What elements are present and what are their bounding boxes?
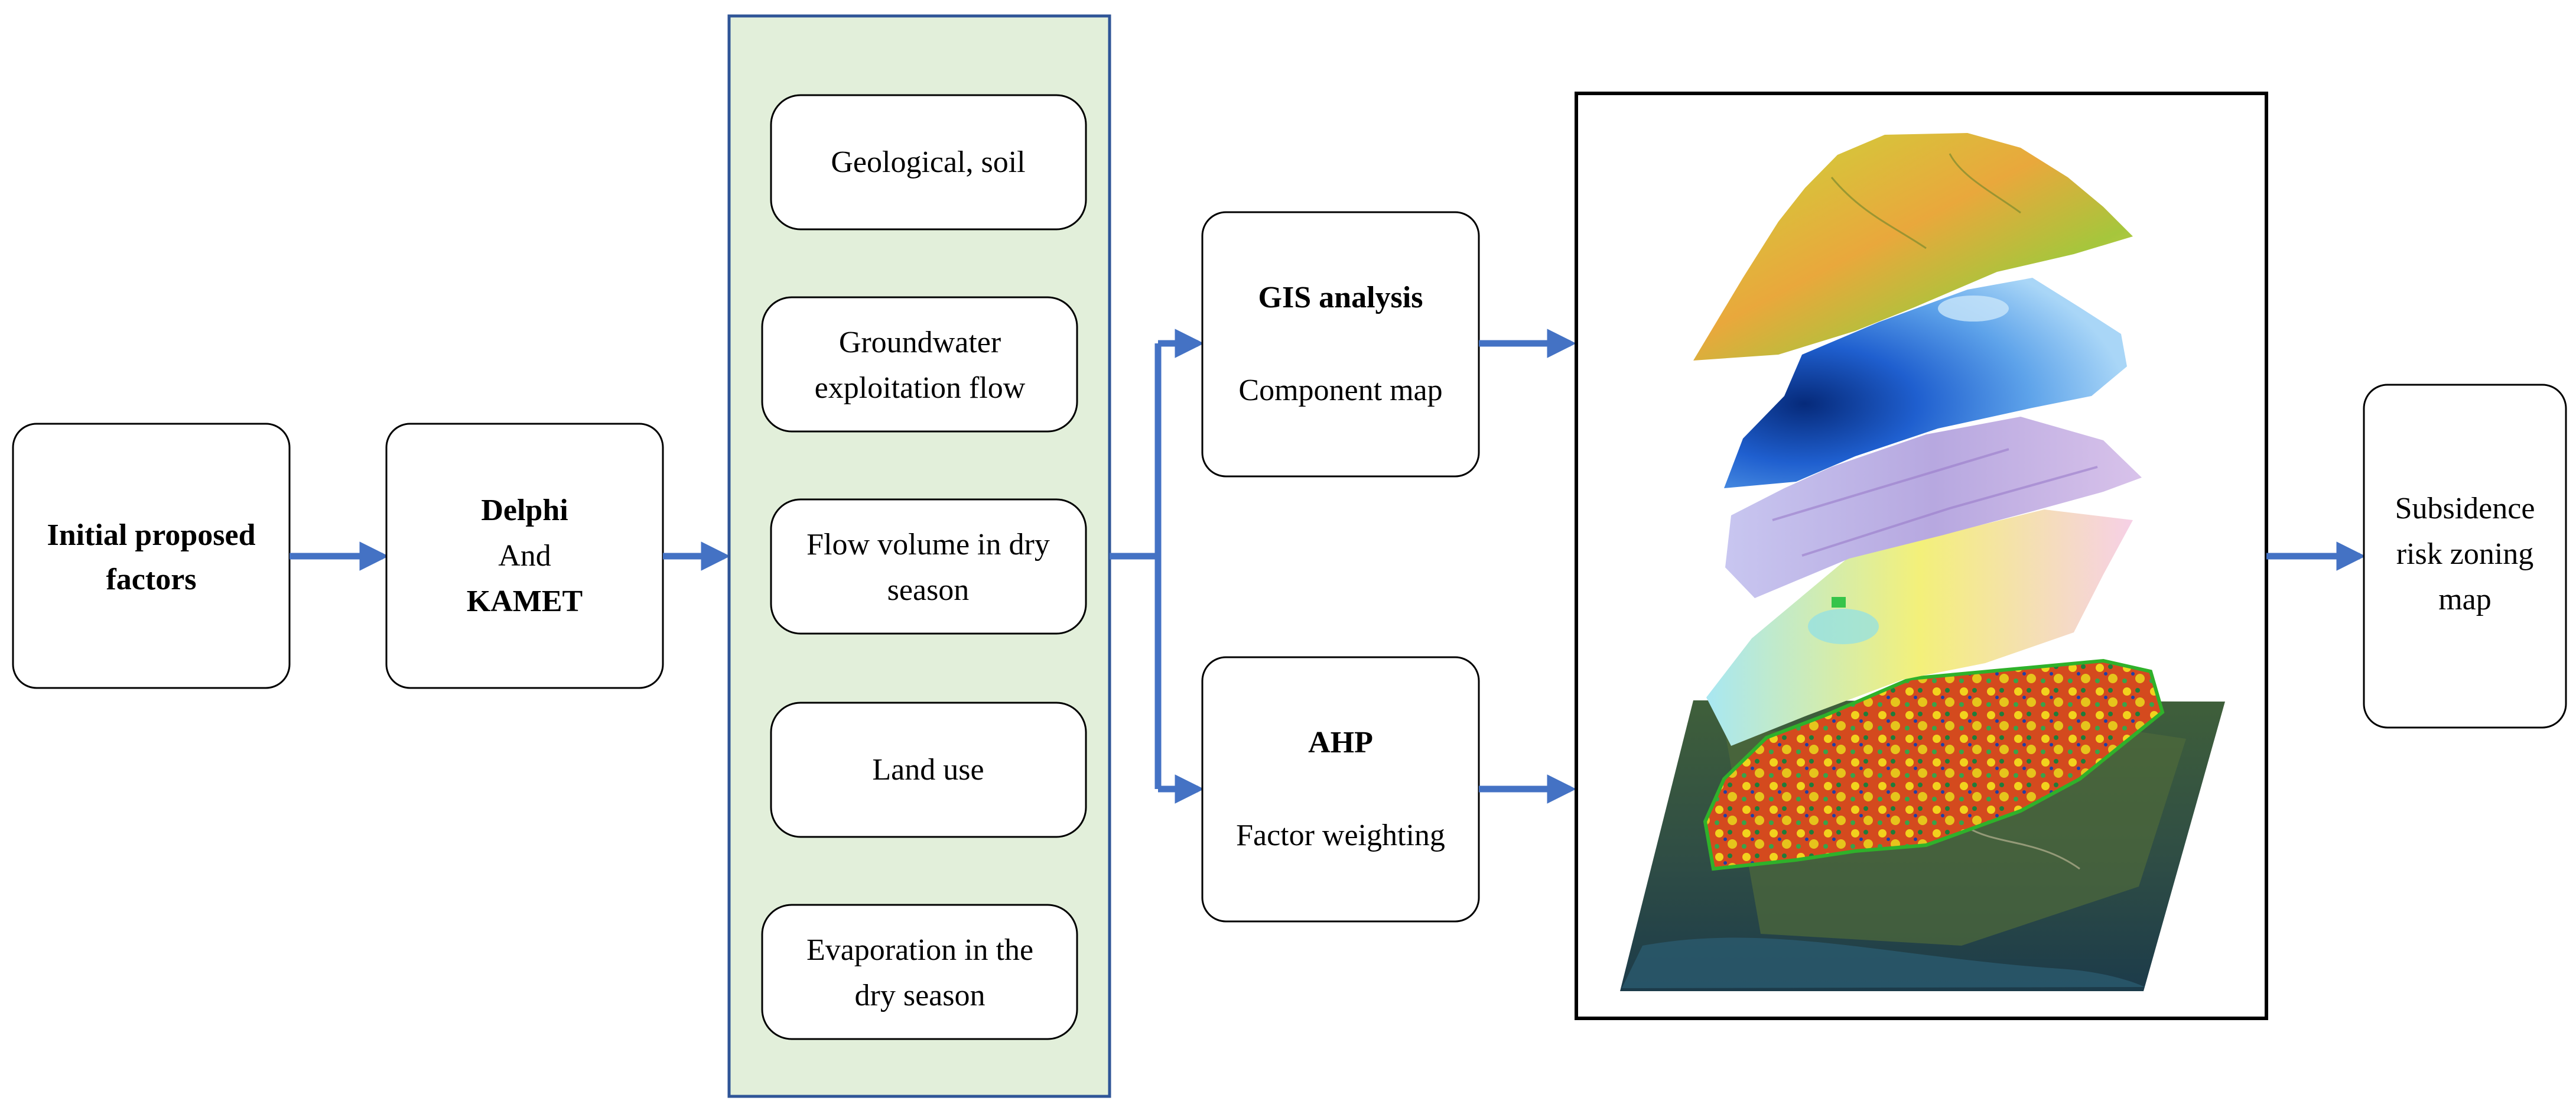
factor-groundwater-line1: Groundwater: [839, 326, 1001, 359]
initial-factors-line1: Initial proposed: [47, 518, 255, 552]
heatmap-layer: [1703, 658, 2165, 871]
output-line3: map: [2438, 583, 2492, 616]
factor-geological-text: Geological, soil: [831, 145, 1025, 179]
ahp-subtitle: Factor weighting: [1236, 819, 1445, 852]
initial-factors-box: Initial proposed factors: [12, 423, 291, 689]
factor-land-use: Land use: [770, 702, 1087, 838]
factor-evaporation: Evaporation in the dry season: [761, 904, 1078, 1040]
ahp-title: AHP: [1308, 726, 1373, 759]
landuse-layer: [1706, 509, 2133, 746]
output-box: Subsidence risk zoning map: [2363, 384, 2567, 729]
gis-subtitle: Component map: [1238, 374, 1442, 407]
factor-flow-volume-line1: Flow volume in dry: [806, 528, 1050, 561]
geology-layer: [1725, 417, 2142, 598]
gis-analysis-box: GIS analysis Component map: [1201, 211, 1480, 478]
factor-groundwater-line2: exploitation flow: [815, 371, 1026, 405]
layered-maps-image: [1620, 133, 2225, 991]
factor-evaporation-line2: dry season: [855, 979, 985, 1012]
factor-flow-volume-line2: season: [887, 573, 970, 607]
kamet-label: KAMET: [467, 585, 583, 618]
branch-connector: [1110, 329, 1204, 804]
gis-title: GIS analysis: [1258, 281, 1423, 314]
ahp-box: AHP Factor weighting: [1201, 656, 1480, 923]
top-factor-layer: [1693, 133, 2133, 361]
output-line1: Subsidence: [2395, 492, 2535, 525]
delphi-label: Delphi: [481, 494, 568, 527]
factor-land-use-text: Land use: [872, 753, 984, 787]
factor-groundwater: Groundwater exploitation flow: [761, 296, 1078, 433]
and-label: And: [498, 539, 551, 573]
factor-flow-volume: Flow volume in dry season: [770, 498, 1087, 635]
delphi-kamet-box: Delphi And KAMET: [385, 423, 664, 689]
factor-evaporation-line1: Evaporation in the: [806, 933, 1033, 967]
factor-geological: Geological, soil: [770, 94, 1087, 231]
output-line2: risk zoning: [2396, 537, 2534, 571]
initial-factors-line2: factors: [106, 563, 196, 596]
groundwater-layer: [1724, 278, 2127, 488]
